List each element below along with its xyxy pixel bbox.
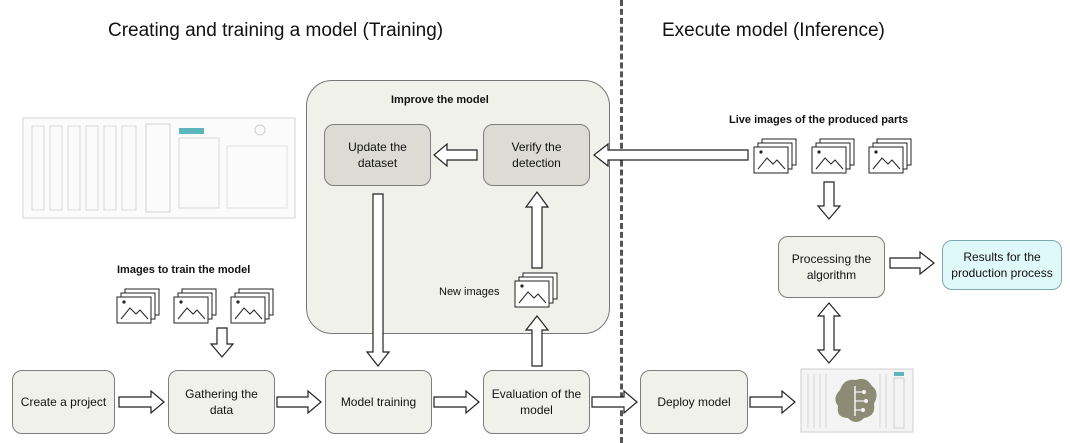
results-box: Results for the production process <box>942 240 1062 290</box>
gathering-data-box: Gathering the data <box>168 370 275 434</box>
image-stack-icon <box>230 288 274 324</box>
image-stack-icon <box>753 138 797 174</box>
inference-heading: Execute model (Inference) <box>662 20 885 41</box>
hollow-arrow-icon <box>433 389 480 415</box>
processing-algorithm-box: Processing the algorithm <box>778 236 885 298</box>
hollow-arrow-icon <box>209 327 235 358</box>
verify-detection-box: Verify the detection <box>483 124 590 186</box>
image-stack-icon <box>173 288 217 324</box>
update-dataset-box: Update the dataset <box>324 124 431 186</box>
image-stack-icon <box>116 288 160 324</box>
server-device-icon <box>22 117 296 219</box>
image-stack-icon <box>514 272 558 308</box>
new-images-label: New images <box>439 286 500 298</box>
hollow-arrow-icon <box>365 193 391 367</box>
hollow-arrow-icon <box>749 389 796 415</box>
hollow-arrow-icon <box>276 389 322 415</box>
training-heading: Creating and training a model (Training) <box>108 20 444 41</box>
hollow-arrow-icon <box>118 389 165 415</box>
hollow-arrow-icon <box>524 190 550 269</box>
images-to-train-label: Images to train the model <box>117 264 251 276</box>
hollow-arrow-icon <box>816 302 842 364</box>
image-stack-icon <box>811 138 855 174</box>
live-images-label: Live images of the produced parts <box>729 114 909 126</box>
create-project-box: Create a project <box>12 370 115 434</box>
hollow-arrow-icon <box>593 142 749 168</box>
deploy-model-box: Deploy model <box>640 370 748 434</box>
industrial-pc-ai-icon <box>800 368 914 433</box>
model-training-box: Model training <box>325 370 432 434</box>
hollow-arrow-icon <box>524 315 550 367</box>
evaluation-box: Evaluation of the model <box>483 370 590 434</box>
hollow-arrow-icon <box>889 250 935 276</box>
hollow-arrow-icon <box>816 181 842 220</box>
section-divider <box>620 0 623 443</box>
hollow-arrow-icon <box>433 142 478 168</box>
improve-model-label: Improve the model <box>391 94 489 106</box>
hollow-arrow-icon <box>591 389 638 415</box>
improve-model-panel <box>306 80 610 334</box>
image-stack-icon <box>868 138 912 174</box>
